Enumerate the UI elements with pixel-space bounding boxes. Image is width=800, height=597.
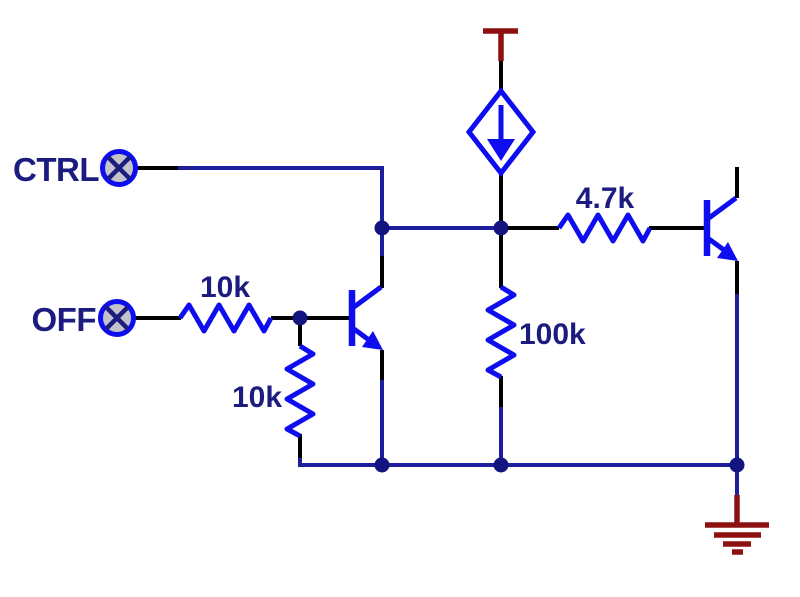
junction-dot-icon [374, 220, 390, 236]
ctrl-label: CTRL [13, 151, 99, 188]
resistor-value: 100k [519, 318, 586, 351]
resistor-r-base-pulldown: 10k [232, 343, 316, 439]
zigzag-resistor-icon [284, 343, 316, 439]
power-rail-tbar-icon [483, 28, 518, 61]
zigzag-resistor-icon [556, 212, 653, 244]
resistor-value: 10k [200, 271, 250, 304]
zigzag-resistor-icon [485, 284, 517, 380]
off-terminal: OFF [32, 299, 136, 338]
junction-dot-icon [493, 457, 509, 473]
q1-emitter-arrow [362, 331, 383, 350]
component-leads [134, 60, 739, 458]
wire-ctrl-net [177, 166, 384, 258]
junction-dot-icon [374, 457, 390, 473]
q1-emitter-stroke [352, 326, 371, 343]
terminal-x-mark [106, 155, 132, 181]
wire-bottom-rail [298, 456, 737, 467]
earth-ground-icon [705, 495, 769, 555]
q2-emitter-stroke [707, 236, 726, 253]
wires [177, 166, 739, 497]
resistor-r-output: 4.7k [556, 182, 653, 244]
junction-dots [292, 220, 745, 473]
q1-collector-stroke [352, 284, 383, 310]
npn-transistor-q1 [348, 284, 383, 350]
junction-dot-icon [292, 310, 308, 326]
junction-dot-icon [729, 457, 745, 473]
zigzag-resistor-icon [177, 302, 274, 334]
resistor-r-base: 10k [177, 271, 274, 334]
ctrl-terminal: CTRL [13, 149, 138, 188]
current-source-arrow-head [487, 139, 515, 161]
q2-collector-stroke [707, 195, 738, 221]
terminal-x-mark [104, 305, 130, 331]
off-label: OFF [32, 301, 96, 338]
resistor-value: 10k [232, 381, 282, 414]
junction-dot-icon [493, 220, 509, 236]
resistor-r-pulldown: 100k [485, 284, 586, 380]
q2-emitter-arrow [717, 242, 738, 261]
resistor-value: 4.7k [576, 182, 635, 215]
current-source-arrow-down-icon [465, 86, 537, 178]
npn-transistor-q2 [703, 195, 738, 261]
